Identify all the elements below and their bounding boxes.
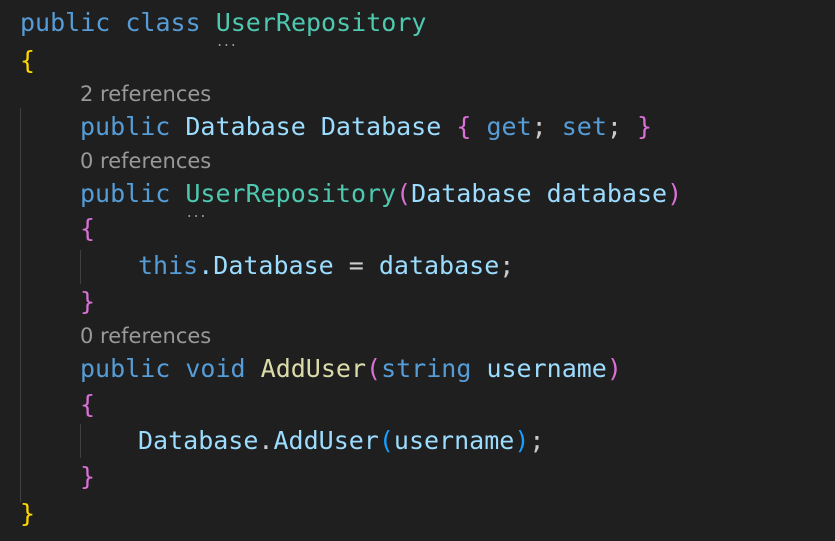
keyword-this: this xyxy=(138,251,199,280)
paren: ( xyxy=(366,354,382,383)
brace: { xyxy=(456,112,472,141)
param-type: Database xyxy=(411,179,532,208)
keyword-public: public xyxy=(80,112,171,141)
brace: { xyxy=(80,214,96,243)
semicolon: ; xyxy=(499,251,515,280)
method-name: AddUser xyxy=(260,354,367,383)
semicolon: ; xyxy=(606,112,622,141)
code-line-class-close-brace[interactable]: } xyxy=(20,497,35,531)
argument: username xyxy=(393,426,515,455)
code-line-open-brace[interactable]: { xyxy=(80,212,95,246)
assign-operator: = xyxy=(333,251,379,280)
indent-guide xyxy=(80,424,81,458)
param-type: string xyxy=(381,354,472,383)
property-name: Database xyxy=(320,112,442,141)
codelens-references[interactable]: 0 references xyxy=(80,149,212,173)
type-name: Database xyxy=(185,112,306,141)
keyword-public: public xyxy=(20,8,111,37)
semicolon: ; xyxy=(529,426,545,455)
paren: ( xyxy=(396,179,412,208)
brace: } xyxy=(80,462,96,491)
code-line-class-declaration[interactable]: public class UserRepository xyxy=(20,6,426,40)
paren: ( xyxy=(378,426,394,455)
class-name[interactable]: UserRepository xyxy=(216,8,427,37)
member-access: .Database xyxy=(198,251,334,280)
code-line-close-brace[interactable]: } xyxy=(80,285,95,319)
constructor-name[interactable]: UserRepository xyxy=(185,179,396,208)
indent-guide xyxy=(20,108,21,502)
accessor-set: set xyxy=(561,112,607,141)
code-line-open-brace[interactable]: { xyxy=(80,388,95,422)
indent-guide xyxy=(80,250,81,284)
keyword-void: void xyxy=(185,354,246,383)
keyword-class: class xyxy=(125,8,201,37)
codelens-references[interactable]: 0 references xyxy=(80,324,212,348)
code-line-close-brace[interactable]: } xyxy=(80,460,95,494)
semicolon: ; xyxy=(531,112,547,141)
dot: . xyxy=(258,426,274,455)
code-line-constructor[interactable]: public UserRepository(Database database) xyxy=(80,177,682,211)
paren: ) xyxy=(514,426,530,455)
method-call: AddUser xyxy=(273,426,379,455)
paren: ) xyxy=(606,354,622,383)
paren: ) xyxy=(667,179,683,208)
brace: } xyxy=(80,287,96,316)
accessor-get: get xyxy=(486,112,532,141)
code-line-method[interactable]: public void AddUser(string username) xyxy=(80,352,622,386)
brace: { xyxy=(80,390,96,419)
param-name: username xyxy=(486,354,607,383)
keyword-public: public xyxy=(80,179,171,208)
brace: } xyxy=(637,112,653,141)
brace: { xyxy=(20,46,36,75)
codelens-references[interactable]: 2 references xyxy=(80,82,212,106)
code-line-call[interactable]: Database.AddUser(username); xyxy=(138,424,544,458)
variable: database xyxy=(378,251,500,280)
code-line-property[interactable]: public Database Database { get; set; } xyxy=(80,110,652,144)
brace: } xyxy=(20,499,36,528)
keyword-public: public xyxy=(80,354,171,383)
code-line-assignment[interactable]: this.Database = database; xyxy=(138,249,514,283)
code-line-class-open-brace[interactable]: { xyxy=(20,44,35,78)
param-name: database xyxy=(546,179,668,208)
object-name: Database xyxy=(138,426,259,455)
